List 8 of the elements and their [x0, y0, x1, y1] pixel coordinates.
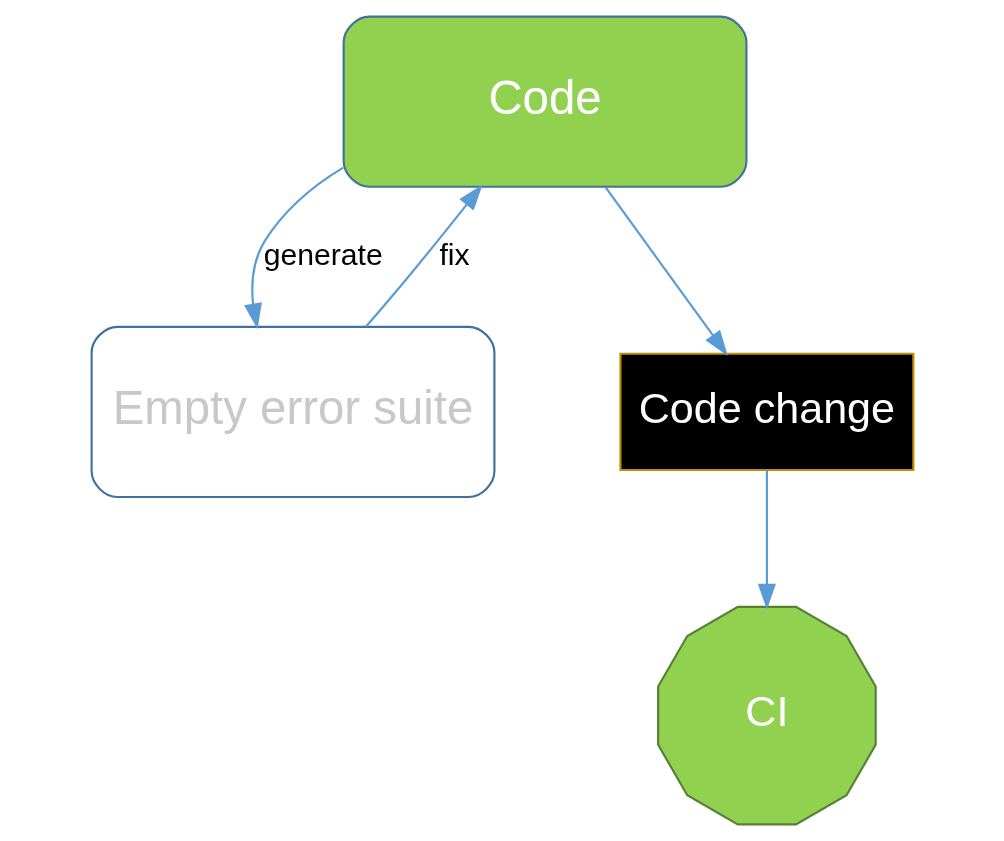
node-box: Code change	[618, 352, 914, 472]
arrow	[757, 470, 776, 610]
arrow	[604, 186, 728, 356]
edge-label: fix	[438, 237, 470, 271]
edge-label: generate	[263, 237, 383, 271]
node-box: Code	[342, 15, 748, 188]
arrow	[243, 166, 344, 330]
arrow	[365, 184, 483, 328]
